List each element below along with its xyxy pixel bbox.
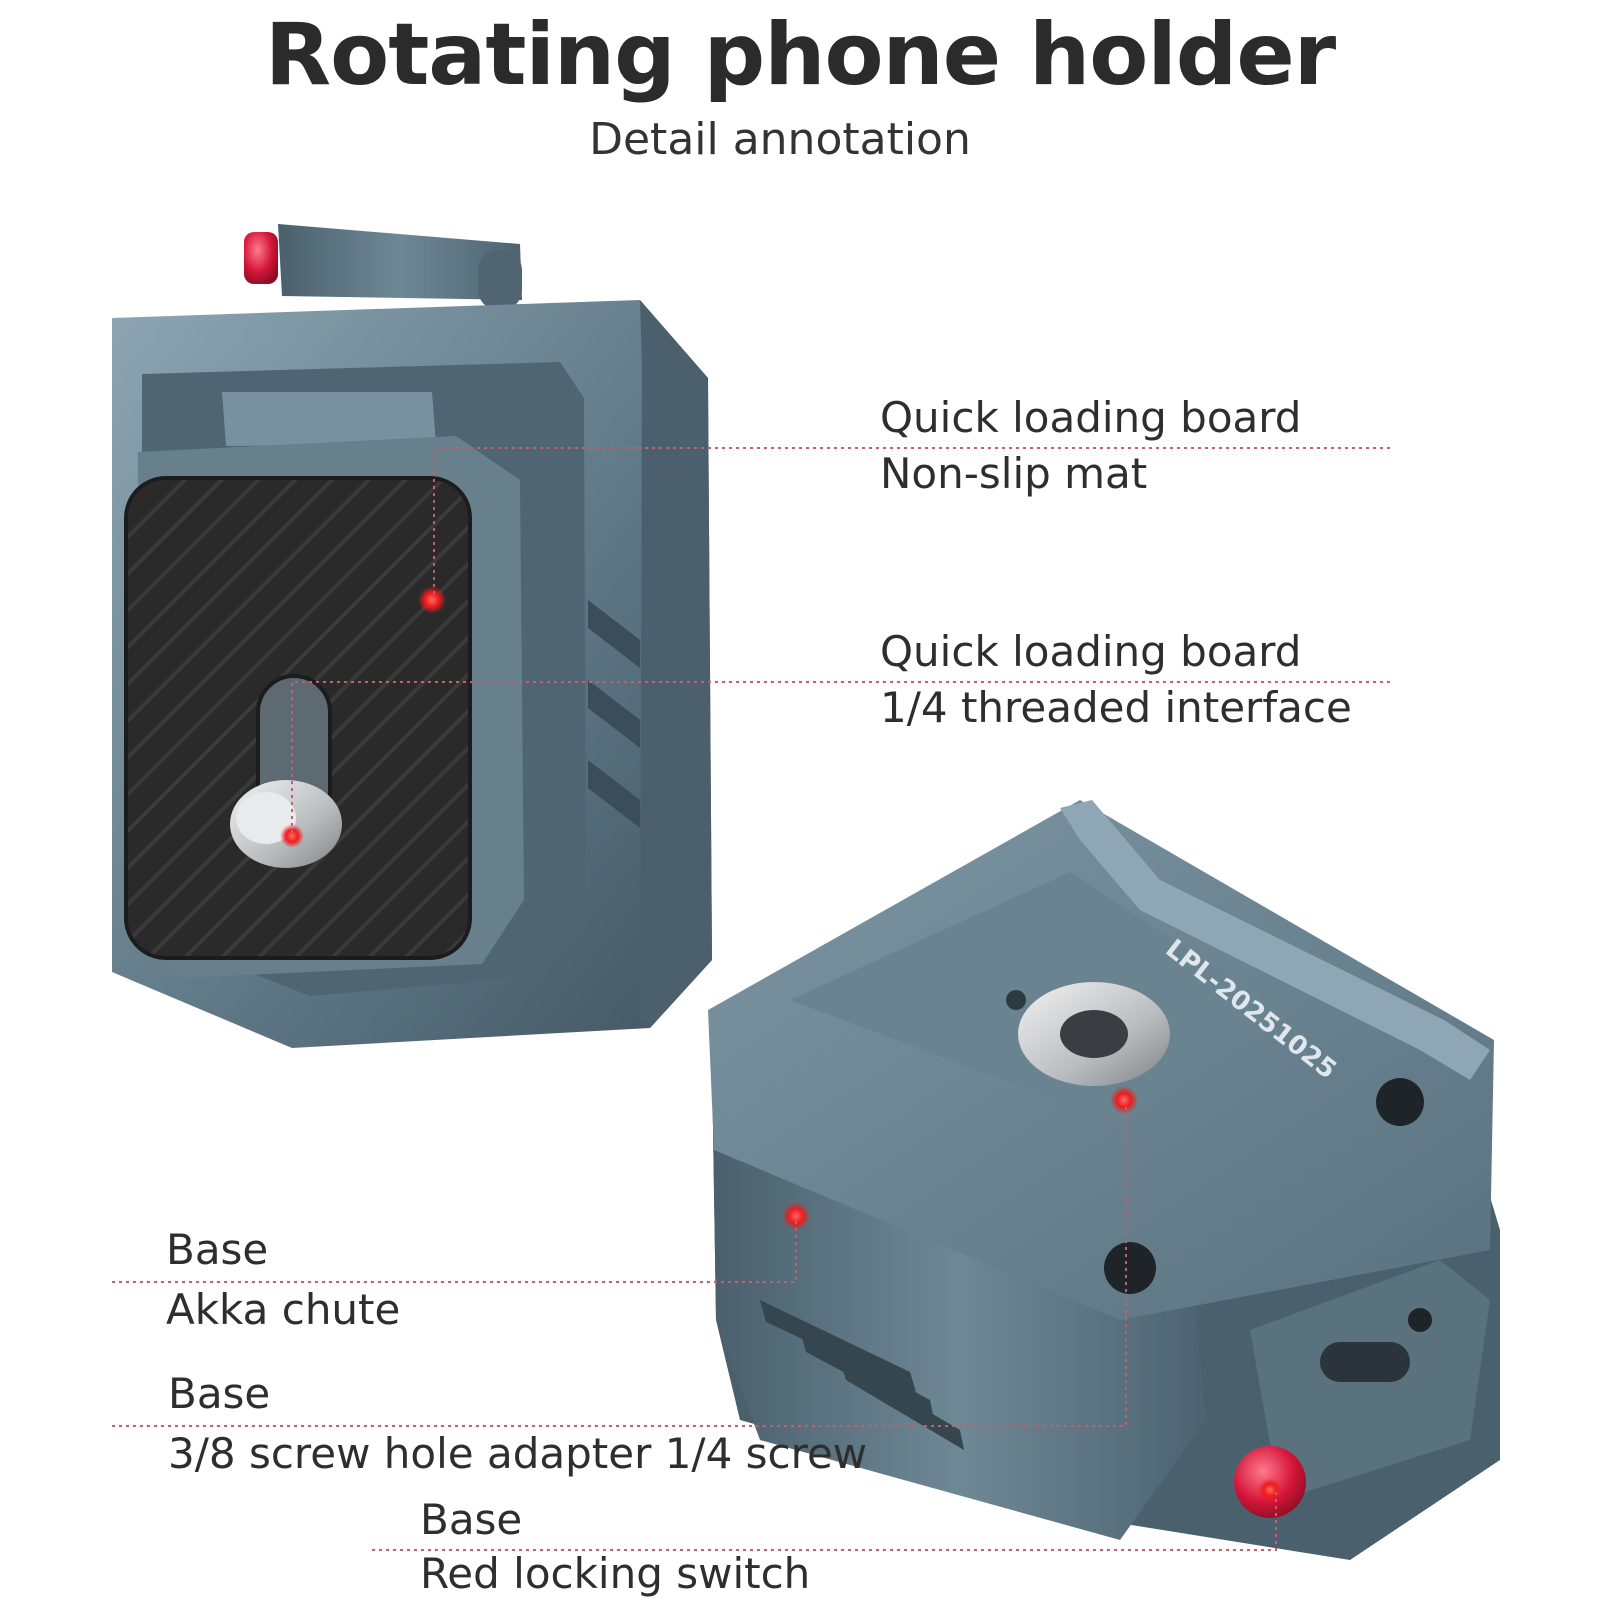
callout-base-adapter-detail: 3/8 screw hole adapter 1/4 screw (168, 1429, 868, 1478)
callout-qlb-mat-title: Quick loading board (880, 393, 1302, 442)
leader-base-adapter (112, 1102, 1127, 1427)
callout-base-adapter-title: Base (168, 1369, 271, 1418)
marker-dot (782, 1202, 810, 1230)
marker-dot (1110, 1086, 1138, 1114)
latch-tab (222, 392, 436, 446)
screw-head-highlight (236, 792, 296, 844)
lower-device: LPL-20251025 (708, 800, 1500, 1560)
hex-screw (1104, 1242, 1156, 1294)
leader-base-switch (372, 1492, 1277, 1551)
upper-device (112, 224, 712, 1048)
marker-dot (280, 824, 304, 848)
slide-slot (1320, 1342, 1410, 1382)
callout-qlb-thread-detail: 1/4 threaded interface (880, 683, 1352, 732)
side-groove (588, 680, 640, 748)
threaded-hole (1060, 1010, 1128, 1058)
side-face (640, 300, 712, 1028)
callout-qlb-mat-detail: Non-slip mat (880, 449, 1148, 498)
side-groove (588, 760, 640, 828)
marker-dot (1258, 1478, 1282, 1502)
chute-groove (840, 1360, 964, 1450)
chute-groove (760, 1300, 916, 1392)
page-subtitle: Detail annotation (589, 114, 971, 165)
hex-screw (1376, 1078, 1424, 1126)
rear-rail (1060, 800, 1490, 1080)
leader-lines (112, 447, 1390, 1551)
callout-base-chute-title: Base (166, 1225, 269, 1274)
top-red-knob (244, 232, 278, 284)
callout-qlb-thread-title: Quick loading board (880, 627, 1302, 676)
side-groove (588, 600, 640, 668)
top-recess (790, 872, 1290, 1120)
page-title: Rotating phone holder (264, 5, 1336, 105)
callout-base-chute-detail: Akka chute (166, 1285, 401, 1334)
callout-base-switch-title: Base (420, 1495, 523, 1544)
clip-roller (478, 250, 522, 310)
marker-dot (418, 586, 446, 614)
callout-base-switch-detail: Red locking switch (420, 1549, 811, 1598)
leader-qlb-thread (291, 681, 1390, 834)
top-clip (278, 224, 522, 300)
slide-screw (1408, 1308, 1432, 1332)
pin-hole (1006, 990, 1026, 1010)
